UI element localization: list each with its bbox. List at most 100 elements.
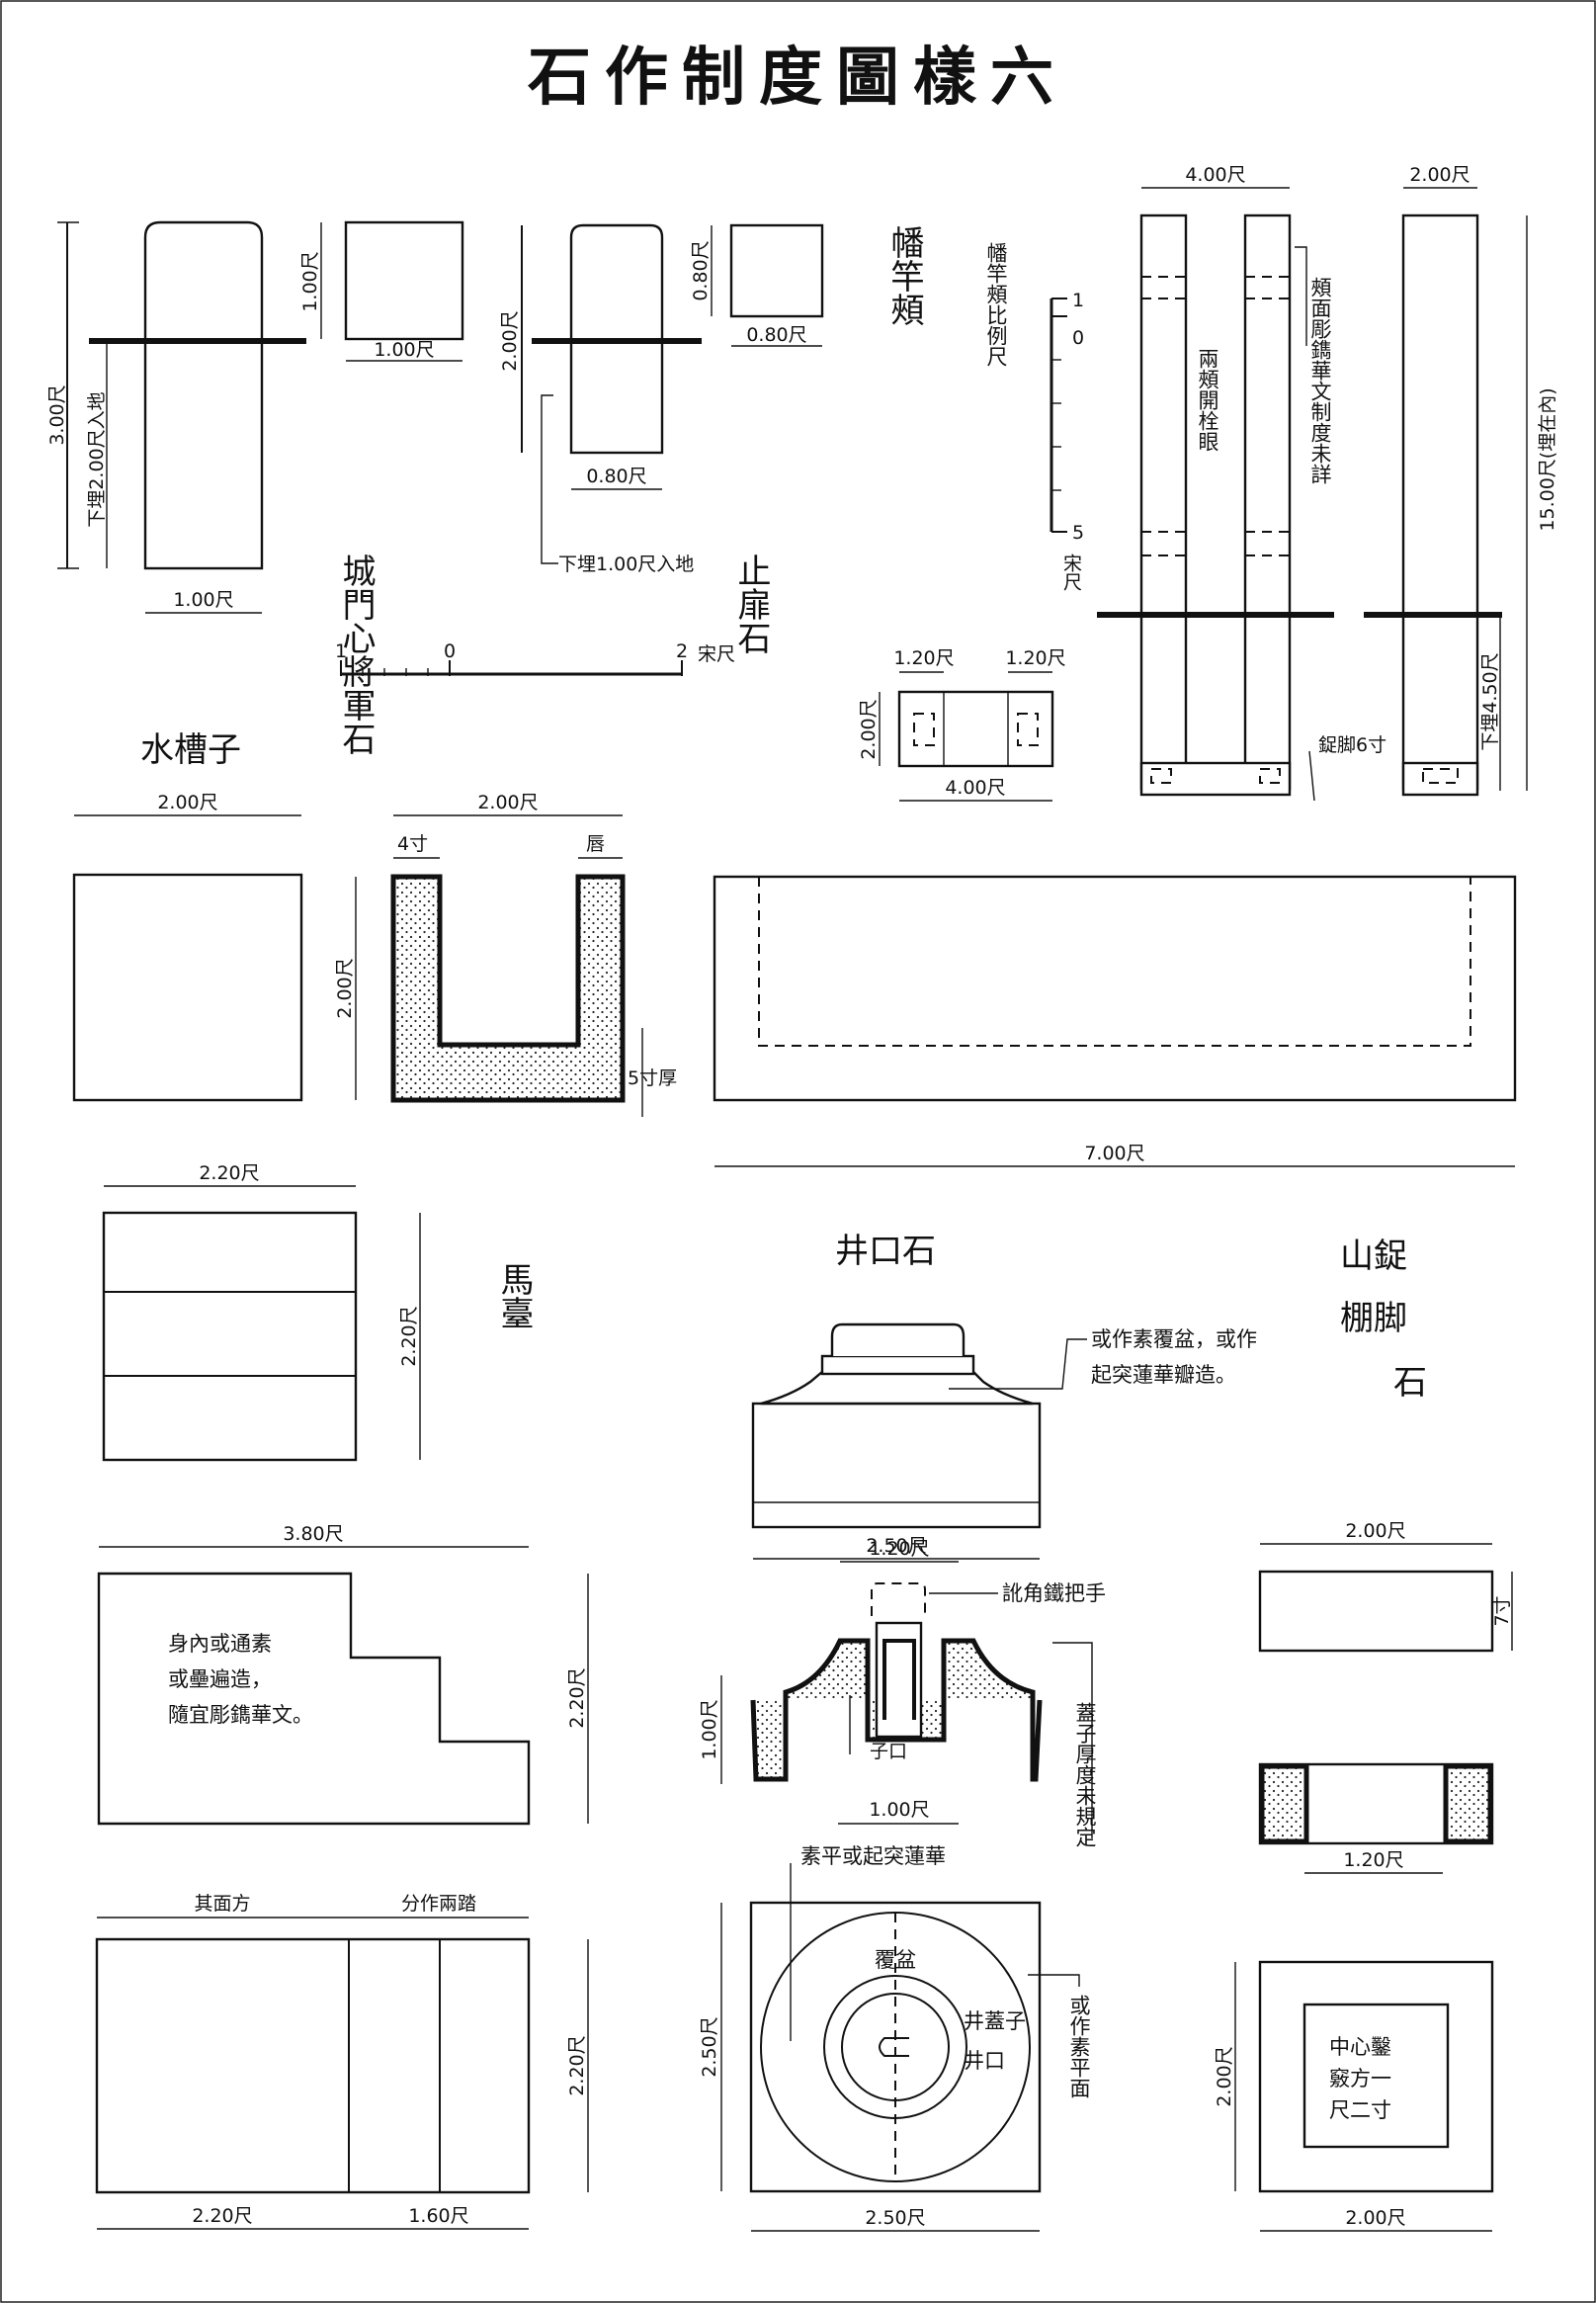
pegging-stone-group: 山鋜 棚脚 石 2.00尺 7寸 1.20尺 中心鑿 竅方一 尺二寸 2.00尺… [1214,1237,1513,2232]
well-cover-note: 蓋子厚度未規定 [1073,1702,1097,1847]
pole-buried-label: 下埋4.50尺 [1479,652,1501,750]
well-elev-basin [760,1370,1034,1406]
well-fubasin-note: 覆盆 [875,1948,916,1972]
pole-cheek-left [1139,213,1188,791]
pegging-socket-note-2: 竅方一 [1329,2067,1391,2090]
pegging-plan-w-label: 2.00尺 [1345,2207,1405,2229]
platform-side-w-label: 3.80尺 [283,1523,343,1545]
pegging-elevation [1258,1570,1494,1653]
well-basin-note-1: 或作素覆盆，或作 [1091,1327,1257,1351]
door-stop-upper [569,223,664,341]
jiangjun-buried-label: 下埋2.00尺入地 [86,391,108,527]
well-sec-h-label: 1.00尺 [699,1699,720,1759]
pegging-stone-label-2: 棚脚 [1340,1299,1407,1338]
pegging-elev-w-label: 2.00尺 [1345,1520,1405,1542]
well-mouth-note: 井口 [964,2049,1005,2073]
trough-elevation [713,875,1517,1102]
pole-cheek-side [1401,213,1479,791]
mounting-platform-label: 馬臺 [494,1262,534,1329]
buried-leader [541,394,558,564]
water-trough-group: 水槽子 2.00尺 2.00尺 4寸 唇 2.00尺 5寸厚 7.00尺 [72,730,1517,1167]
scale-tick-2: 2 [676,640,688,662]
pole-plan-depth-label: 2.00尺 [858,699,880,759]
vscale-tick-1: 1 [1072,290,1084,311]
jiangjun-above-label: 1.00尺 [299,251,321,311]
pegging-stone-label-1: 山鋜 [1340,1237,1407,1276]
door-stop-height-label: 2.00尺 [499,310,521,371]
trough-plan [72,873,303,1102]
vscale-tick-0: 0 [1072,327,1084,349]
well-basin-note-2: 起突蓮華瓣造。 [1091,1363,1236,1387]
scale-tick-0: 0 [444,640,456,662]
well-mouth-stone-group: 井口石 2.50尺 或作素覆盆，或作 起突蓮華瓣造。 1.20尺 1.00尺 1… [699,1232,1257,2232]
platform-side-note-2: 或壘遍造， [168,1667,272,1691]
platform-front-a-note: 其面方 [194,1893,250,1915]
page-title: 石作制度圖樣六 [528,41,1067,115]
platform-front-a-label: 2.20尺 [192,2205,252,2227]
jiangjun-width-label: 1.00尺 [173,589,233,611]
trough-rim-label: 唇 [586,833,605,855]
well-plain-note: 或作素平面 [1067,1995,1091,2098]
jiangjun-stone-plan [344,220,464,341]
platform-front-b-label: 1.60尺 [408,2205,468,2227]
water-trough-label: 水槽子 [140,730,241,770]
scale-bar: 1 0 2 宋尺 [335,640,735,676]
well-lid-note: 井蓋子 [964,2009,1026,2033]
well-plan-h-label: 2.50尺 [699,2016,720,2077]
platform-side-h-label: 2.20尺 [566,1667,588,1728]
jiangjun-stone-buried [143,339,264,570]
mounting-platform-group: 2.20尺 2.20尺 馬臺 3.80尺 2.20尺 身內或通素 或壘遍造， 隨… [95,1162,589,2230]
platform-side-note-1: 身內或通素 [168,1632,272,1656]
platform-plan-h-label: 2.20尺 [398,1306,420,1366]
banner-pole-label: 幡竿頰 [884,225,924,326]
jiangjun-height-label: 3.00尺 [46,384,68,445]
vscale-tick-5: 5 [1072,522,1084,544]
pole-hole-note: 兩頰開栓眼 [1196,348,1219,452]
door-stop-stone-group: 2.00尺 0.80尺 0.80尺 0.80尺 下埋1.00尺入地 止扉石 [499,223,824,654]
well-handle [871,1582,926,1616]
pegging-socket-note-1: 中心鑿 [1329,2035,1391,2059]
platform-side [97,1572,531,1826]
well-opening-note: 子口 [870,1741,907,1762]
pole-side-width-label: 2.00尺 [1409,164,1470,186]
trough-plan-label: 2.00尺 [157,792,217,813]
door-stop-stone-label: 止扉石 [731,554,771,654]
well-elev-base [751,1402,1042,1529]
well-elev-w-label: 2.50尺 [866,1535,926,1557]
door-stop-plan-label: 0.80尺 [746,324,806,346]
pole-height-label: 15.00尺(埋在內) [1537,387,1558,531]
banner-pole-group: 幡竿頰 幡竿頰比例尺 1 0 5 宋尺 4.00尺 2.00尺 15.00尺(埋… [858,164,1558,802]
trough-section [390,874,626,1103]
well-sec-w-label: 1.00尺 [869,1799,929,1821]
scale-unit: 宋尺 [698,643,735,665]
pegging-stone-label-3: 石 [1393,1363,1427,1403]
trough-length-label: 7.00尺 [1084,1143,1144,1164]
well-plan-w-label: 2.50尺 [865,2207,925,2229]
platform-plan [102,1211,358,1462]
pole-foot-side [1401,761,1479,797]
door-stop-buried [569,339,664,455]
pole-plan-b-label: 1.20尺 [1005,647,1065,669]
platform-plan-w-label: 2.20尺 [199,1162,259,1184]
platform-front [95,1937,531,2194]
pole-plan-a-label: 1.20尺 [893,647,954,669]
door-stop-buried-label: 下埋1.00尺入地 [558,554,694,575]
pole-plan-total-label: 4.00尺 [945,777,1005,799]
banner-pole-scale-note: 幡竿頰比例尺 [984,242,1008,367]
pole-decor-note: 頰面彫鐫華文制度未詳 [1308,277,1332,484]
trough-height-label: 2.00尺 [334,958,356,1018]
trough-wall-label: 4寸 [397,833,428,855]
pole-foot-front [1139,761,1292,797]
jiangjun-stone-label: 城門心將軍石 [336,554,376,755]
platform-front-b-note: 分作兩踏 [401,1893,476,1915]
door-stop-plan [729,223,824,318]
pole-cheek-right [1243,213,1292,791]
pole-width-label: 4.00尺 [1185,164,1245,186]
pole-plan [897,690,1054,768]
trough-bottom-label: 5寸厚 [628,1067,677,1089]
well-cover-w-label: 1.20尺 [869,1538,929,1560]
door-stop-width-label: 0.80尺 [586,466,646,487]
jiangjun-stone-upper [143,220,264,341]
